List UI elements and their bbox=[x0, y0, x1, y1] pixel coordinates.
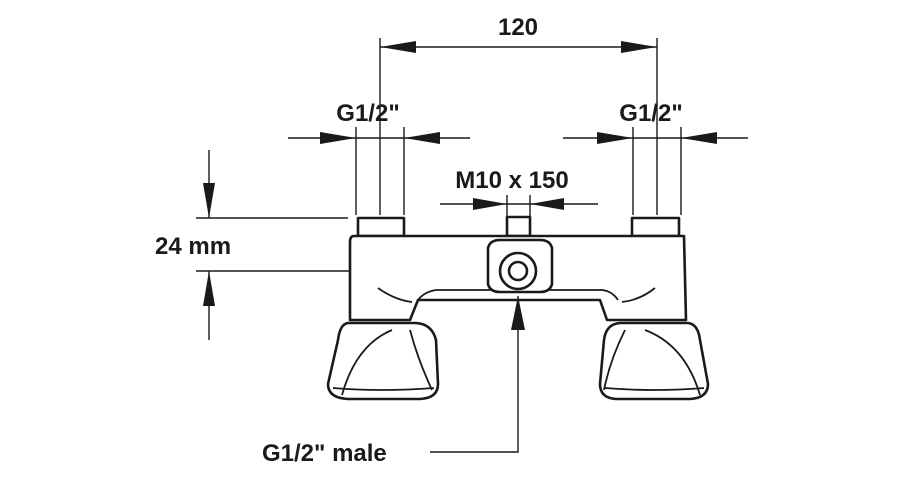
right-inlet-arrow-a bbox=[597, 132, 633, 144]
right-inlet-dimension: G1/2" bbox=[563, 100, 748, 215]
left-inlet-dimension: G1/2" bbox=[288, 100, 470, 215]
outlet-leader-arrow bbox=[511, 296, 525, 330]
arrowhead-right bbox=[621, 41, 657, 53]
height-arrow-top bbox=[203, 183, 215, 218]
left-handle-facet-a bbox=[341, 329, 393, 396]
right-underside-curve bbox=[621, 287, 656, 303]
height-label: 24 mm bbox=[155, 233, 231, 260]
height-dimension: 24 mm bbox=[155, 150, 478, 340]
left-handle bbox=[326, 321, 440, 401]
left-inlet-arrow-a bbox=[320, 132, 356, 144]
right-inlet-arrow-b bbox=[681, 132, 717, 144]
arrowhead-left bbox=[380, 41, 416, 53]
height-arrow-bottom bbox=[203, 271, 215, 306]
right-handle-facet-a bbox=[603, 329, 626, 391]
spacing-label: 120 bbox=[498, 14, 538, 41]
spacing-dimension: 120 bbox=[379, 14, 658, 215]
left-inlet-label: G1/2" bbox=[336, 100, 399, 127]
outlet-callout: G1/2" male bbox=[262, 296, 525, 467]
fixing-stub bbox=[505, 215, 532, 238]
right-handle bbox=[598, 321, 710, 401]
left-underside-curve bbox=[377, 287, 413, 303]
right-inlet-stub bbox=[630, 216, 681, 238]
fixing-arrow-b bbox=[530, 198, 564, 210]
left-handle-outline bbox=[326, 321, 440, 401]
left-handle-facet-b bbox=[409, 329, 433, 391]
right-handle-base-line bbox=[604, 387, 705, 391]
outlet-bore bbox=[507, 260, 529, 282]
fixing-label: M10 x 150 bbox=[455, 167, 568, 194]
left-handle-base-line bbox=[332, 387, 435, 391]
left-inlet-stub bbox=[356, 216, 406, 238]
outlet-leader-line bbox=[430, 296, 519, 453]
outlet-label: G1/2" male bbox=[262, 440, 387, 467]
fixing-arrow-a bbox=[473, 198, 507, 210]
fixing-dimension: M10 x 150 bbox=[440, 167, 598, 218]
right-handle-outline bbox=[598, 321, 710, 401]
right-handle-facet-b bbox=[644, 329, 701, 396]
right-inlet-label: G1/2" bbox=[619, 100, 682, 127]
mixer-body bbox=[348, 215, 688, 322]
left-inlet-arrow-b bbox=[404, 132, 440, 144]
